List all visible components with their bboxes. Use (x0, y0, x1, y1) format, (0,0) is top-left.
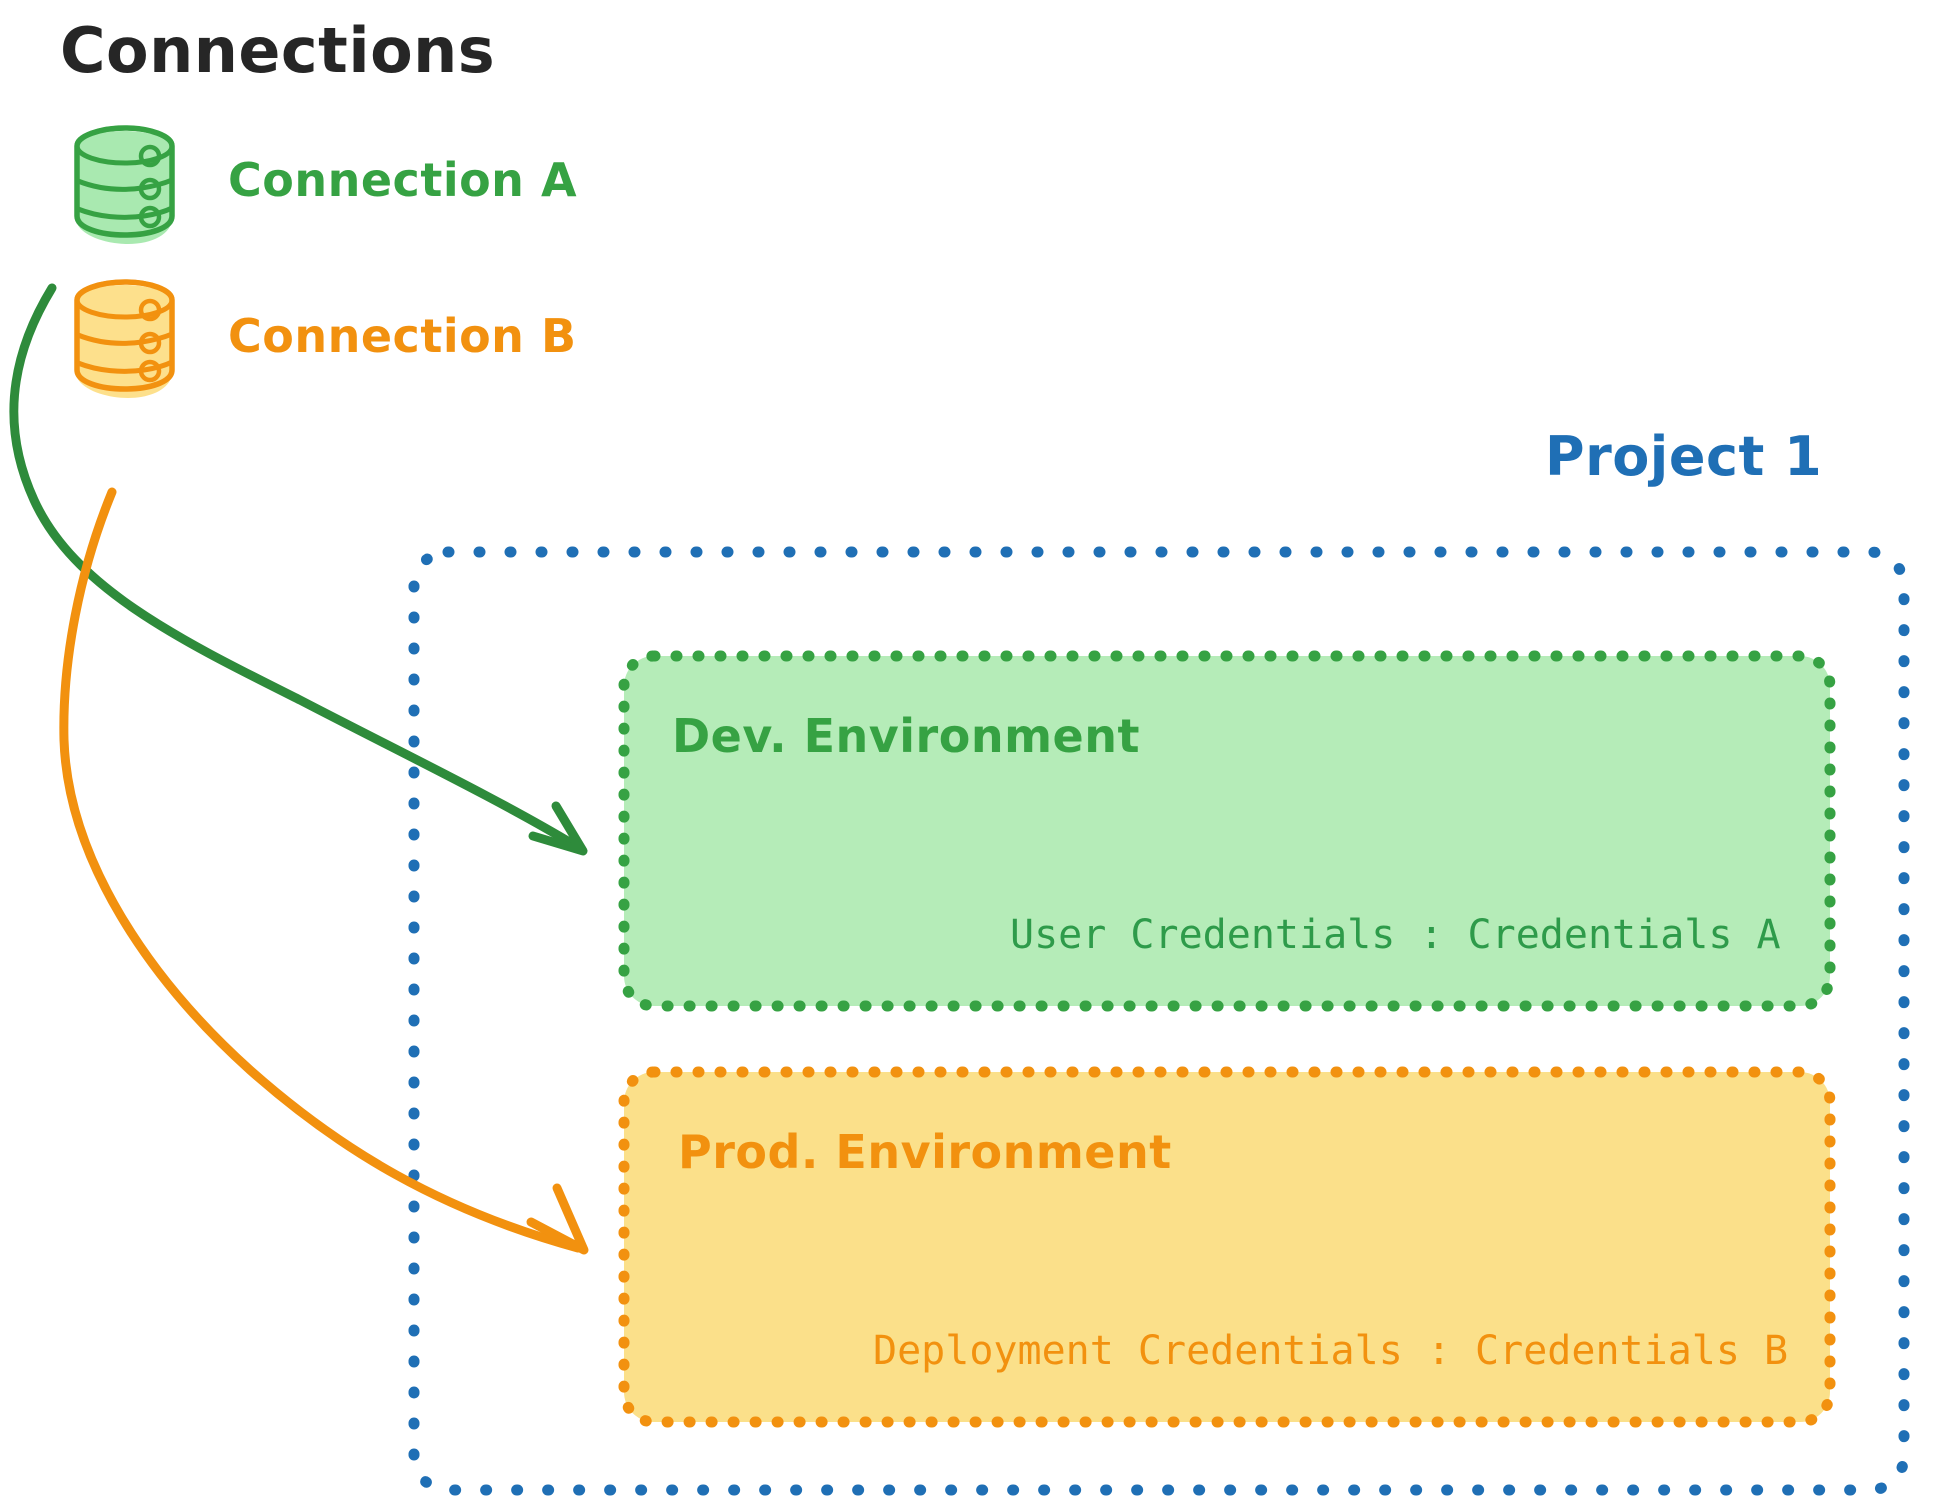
connection-a-label: Connection A (228, 153, 577, 207)
prod-environment-dotted-border (618, 1066, 1836, 1428)
cylinder-a-top-rim (74, 125, 175, 166)
dev-environment-dotted-border (618, 650, 1836, 1012)
cylinder-a-top-fill (76, 131, 172, 165)
cylinder-b-top-rim (74, 279, 175, 320)
arrow-b-shaft (59, 487, 583, 1253)
connection-b-label: Connection B (228, 309, 577, 363)
dev-environment-credentials: User Credentials : Credentials A (1010, 912, 1781, 958)
dev-environment-title: Dev. Environment (672, 709, 1140, 763)
dev-environment-box[interactable] (618, 650, 1836, 1012)
cylinder-b-led-3 (138, 359, 162, 383)
arrow-a-shaft (9, 283, 581, 851)
cylinder-a-led-1 (138, 144, 162, 168)
arrow-connection-b-to-prod (59, 487, 589, 1255)
cylinder-b-led-1 (138, 298, 162, 322)
cylinder-a-body-fill (76, 148, 172, 244)
project-title: Project 1 (1545, 425, 1822, 488)
cylinder-b-led-2 (138, 331, 162, 355)
prod-environment-fill (624, 1072, 1830, 1422)
cylinder-a-led-2 (138, 177, 162, 201)
database-cylinder-icon-b[interactable] (74, 279, 175, 398)
project-container[interactable] (408, 546, 1910, 1496)
arrow-a-head (528, 801, 588, 856)
prod-environment-title: Prod. Environment (678, 1125, 1172, 1179)
prod-environment-credentials: Deployment Credentials : Credentials B (873, 1328, 1788, 1374)
arrow-b-head (526, 1183, 589, 1255)
cylinder-b-divider-2 (75, 359, 175, 374)
page-title: Connections (60, 14, 495, 87)
cylinder-a-led-3 (138, 205, 162, 229)
cylinder-b-body-fill (76, 302, 172, 398)
dev-environment-fill (624, 656, 1830, 1006)
database-cylinder-icon-a[interactable] (74, 125, 175, 244)
cylinder-b-top-fill (76, 285, 172, 319)
prod-environment-box[interactable] (618, 1066, 1836, 1428)
cylinder-a-divider-2 (75, 205, 175, 220)
arrow-connection-a-to-dev (9, 283, 588, 856)
project-dotted-border (408, 546, 1910, 1496)
